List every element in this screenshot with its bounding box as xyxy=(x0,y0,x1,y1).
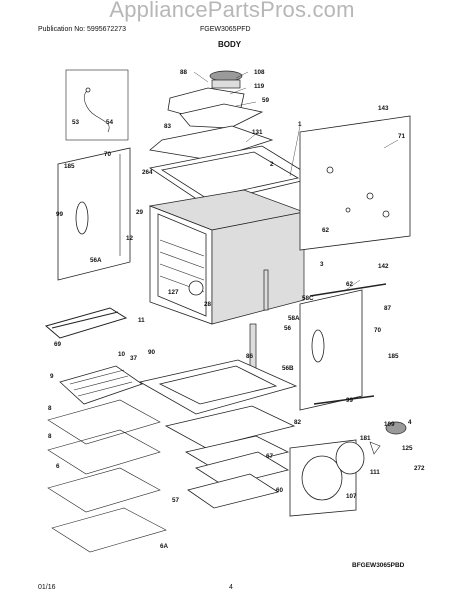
cavity-side-wall xyxy=(211,211,305,325)
callout-119: 119 xyxy=(254,83,265,90)
fan-blade xyxy=(369,441,381,455)
callout-10: 10 xyxy=(118,351,126,358)
lower-rail xyxy=(313,395,375,405)
part-callouts: 88 108 119 59 131 1 143 71 53 54 83 185 … xyxy=(48,69,425,550)
wire-harness-inset-frame xyxy=(65,69,129,141)
right-side-panel-opening xyxy=(311,329,325,363)
callout-99-left: 99 xyxy=(56,211,64,218)
callout-57: 57 xyxy=(172,497,180,504)
callout-56A: 56A xyxy=(90,257,102,264)
callout-29: 29 xyxy=(136,209,144,216)
callout-111: 111 xyxy=(370,469,380,476)
top-panel-insulation xyxy=(160,151,300,199)
right-side-panel xyxy=(299,289,363,411)
callout-185-right: 185 xyxy=(388,353,399,360)
watermark: AppliancePartsPros.com xyxy=(109,0,355,22)
footer-date: 01/16 xyxy=(38,584,56,591)
broil-pan-insert xyxy=(59,365,143,405)
wire-connector xyxy=(85,87,91,93)
back-panel xyxy=(299,115,411,251)
callout-69: 69 xyxy=(54,341,62,348)
callout-181: 181 xyxy=(360,435,371,442)
callout-8-upper: 8 xyxy=(48,405,52,412)
callout-70-left: 70 xyxy=(104,151,112,158)
callout-6A: 6A xyxy=(160,543,169,550)
figure-code: BFGEW3065PBD xyxy=(352,562,405,569)
oven-bottom-pan xyxy=(164,405,296,449)
callout-54: 54 xyxy=(106,119,114,126)
callout-143: 143 xyxy=(378,105,389,112)
callout-109: 109 xyxy=(384,421,395,428)
convection-fan-motor xyxy=(209,70,243,82)
callout-185-left: 185 xyxy=(64,163,75,170)
model-number: FGEW3065PFD xyxy=(200,26,251,33)
callout-71: 71 xyxy=(398,133,406,140)
callout-8-lower: 8 xyxy=(48,433,52,440)
top-insulation xyxy=(179,103,264,129)
callout-28: 28 xyxy=(204,301,212,308)
callout-59: 59 xyxy=(262,97,270,104)
front-frame-inner xyxy=(158,365,278,405)
callout-87: 87 xyxy=(384,305,392,312)
callout-4: 4 xyxy=(408,419,412,426)
callout-1: 1 xyxy=(298,121,302,128)
fan-element xyxy=(335,441,365,475)
callout-56B: 56B xyxy=(282,365,294,372)
callout-56: 56 xyxy=(284,325,292,332)
broil-pan-slots xyxy=(69,369,133,397)
oven-light-lens xyxy=(188,280,204,296)
publication-number: Publication No: 5995672273 xyxy=(38,26,126,33)
callout-60: 60 xyxy=(276,487,284,494)
oven-racks xyxy=(47,399,167,553)
callout-37: 37 xyxy=(130,355,138,362)
callout-9: 9 xyxy=(50,373,54,380)
callout-6: 6 xyxy=(56,463,60,470)
callout-82: 82 xyxy=(294,419,302,426)
callout-3: 3 xyxy=(320,261,324,268)
callout-11: 11 xyxy=(138,317,145,324)
callout-83: 83 xyxy=(164,123,172,130)
callout-62: 62 xyxy=(346,281,354,288)
wire-harness xyxy=(84,89,110,133)
callout-58A: 58A xyxy=(288,315,300,322)
callout-125: 125 xyxy=(402,445,413,452)
callout-131: 131 xyxy=(252,129,263,136)
bottom-frame xyxy=(187,473,279,509)
callout-70-right: 70 xyxy=(374,327,382,334)
callout-264: 264 xyxy=(142,169,153,176)
callout-62-back: 62 xyxy=(322,227,330,234)
callout-142: 142 xyxy=(378,263,389,270)
left-side-panel-opening xyxy=(75,201,89,235)
leader-lines xyxy=(193,71,399,291)
callout-67: 67 xyxy=(266,453,274,460)
bake-element xyxy=(44,307,128,339)
callout-108: 108 xyxy=(254,69,265,76)
callout-272: 272 xyxy=(414,465,425,472)
side-trim xyxy=(263,269,269,311)
callout-127: 127 xyxy=(168,289,179,296)
convection-motor xyxy=(385,421,407,435)
left-side-panel xyxy=(57,147,131,281)
callout-86: 86 xyxy=(246,353,254,360)
callout-12: 12 xyxy=(126,235,134,242)
back-panel-holes xyxy=(326,166,390,218)
fan-housing xyxy=(211,79,241,89)
callout-2: 2 xyxy=(270,161,274,168)
callout-90: 90 xyxy=(148,349,156,356)
mounting-rail xyxy=(309,283,387,297)
callout-53: 53 xyxy=(72,119,80,126)
section-title: BODY xyxy=(218,40,242,49)
bottom-trim xyxy=(184,435,290,471)
bottom-gasket xyxy=(195,451,290,487)
callout-58C: 58C xyxy=(302,295,314,302)
fan-cover-vents xyxy=(301,455,343,501)
callout-88: 88 xyxy=(180,69,188,76)
callout-99-right: 99 xyxy=(346,397,354,404)
page-number: 4 xyxy=(229,584,233,591)
callout-107: 107 xyxy=(346,493,357,500)
